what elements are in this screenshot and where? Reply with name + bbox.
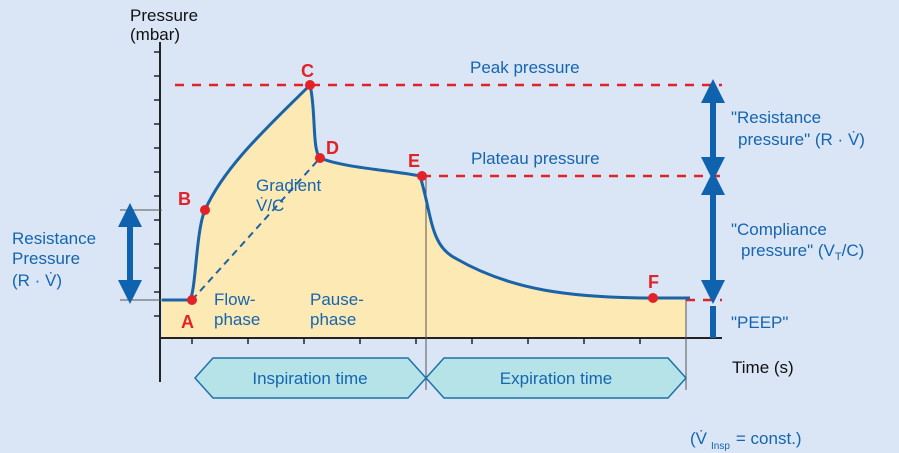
flow-phase-label-line2: phase bbox=[214, 310, 260, 329]
peak-pressure-label: Peak pressure bbox=[470, 58, 580, 77]
resistance-left-line3: (R · V̇) bbox=[12, 271, 62, 290]
point-f-label: F bbox=[648, 272, 659, 292]
point-e-label: E bbox=[408, 151, 420, 171]
point-c-marker bbox=[305, 80, 315, 90]
compliance-line2: pressure" (VT/C) bbox=[741, 241, 864, 263]
pause-phase-label-line1: Pause- bbox=[310, 290, 364, 309]
gradient-label-line1: Gradient bbox=[256, 176, 321, 195]
x-axis-label: Time (s) bbox=[732, 358, 794, 377]
plateau-pressure-label: Plateau pressure bbox=[471, 149, 600, 168]
pause-phase-label-line2: phase bbox=[310, 310, 356, 329]
point-d-marker bbox=[315, 153, 325, 163]
gradient-label-line2: V̇/C bbox=[256, 196, 284, 215]
resistance-left-line2: Pressure bbox=[12, 249, 80, 268]
point-b-label: B bbox=[178, 189, 191, 209]
point-d-label: D bbox=[326, 138, 339, 158]
point-e-marker bbox=[417, 171, 427, 181]
point-f-marker bbox=[648, 293, 658, 303]
expiration-time-label: Expiration time bbox=[500, 369, 612, 388]
y-axis-label-line2: (mbar) bbox=[130, 25, 180, 44]
expiration-phase-band bbox=[424, 357, 688, 399]
point-c-label: C bbox=[301, 61, 314, 81]
inspiration-time-label: Inspiration time bbox=[252, 369, 367, 388]
peep-label: "PEEP" bbox=[731, 313, 788, 332]
point-b-marker bbox=[200, 205, 210, 215]
y-axis-ticks bbox=[154, 51, 160, 317]
footnote: (V̇Insp= const.) bbox=[690, 429, 802, 452]
y-axis-label-line1: Pressure bbox=[130, 6, 198, 25]
gradient-line bbox=[191, 157, 321, 301]
x-axis-ticks bbox=[191, 338, 641, 344]
point-a-label: A bbox=[181, 312, 194, 332]
curve-points bbox=[187, 80, 658, 305]
resistance-left-line1: Resistance bbox=[12, 229, 96, 248]
resistance-right-line2: pressure" (R · V̇) bbox=[738, 130, 865, 149]
compliance-line1: "Compliance bbox=[731, 220, 827, 239]
point-a-marker bbox=[187, 295, 197, 305]
pressure-area bbox=[162, 85, 686, 338]
resistance-right-line1: "Resistance bbox=[731, 108, 821, 127]
flow-phase-label-line1: Flow- bbox=[214, 290, 256, 309]
